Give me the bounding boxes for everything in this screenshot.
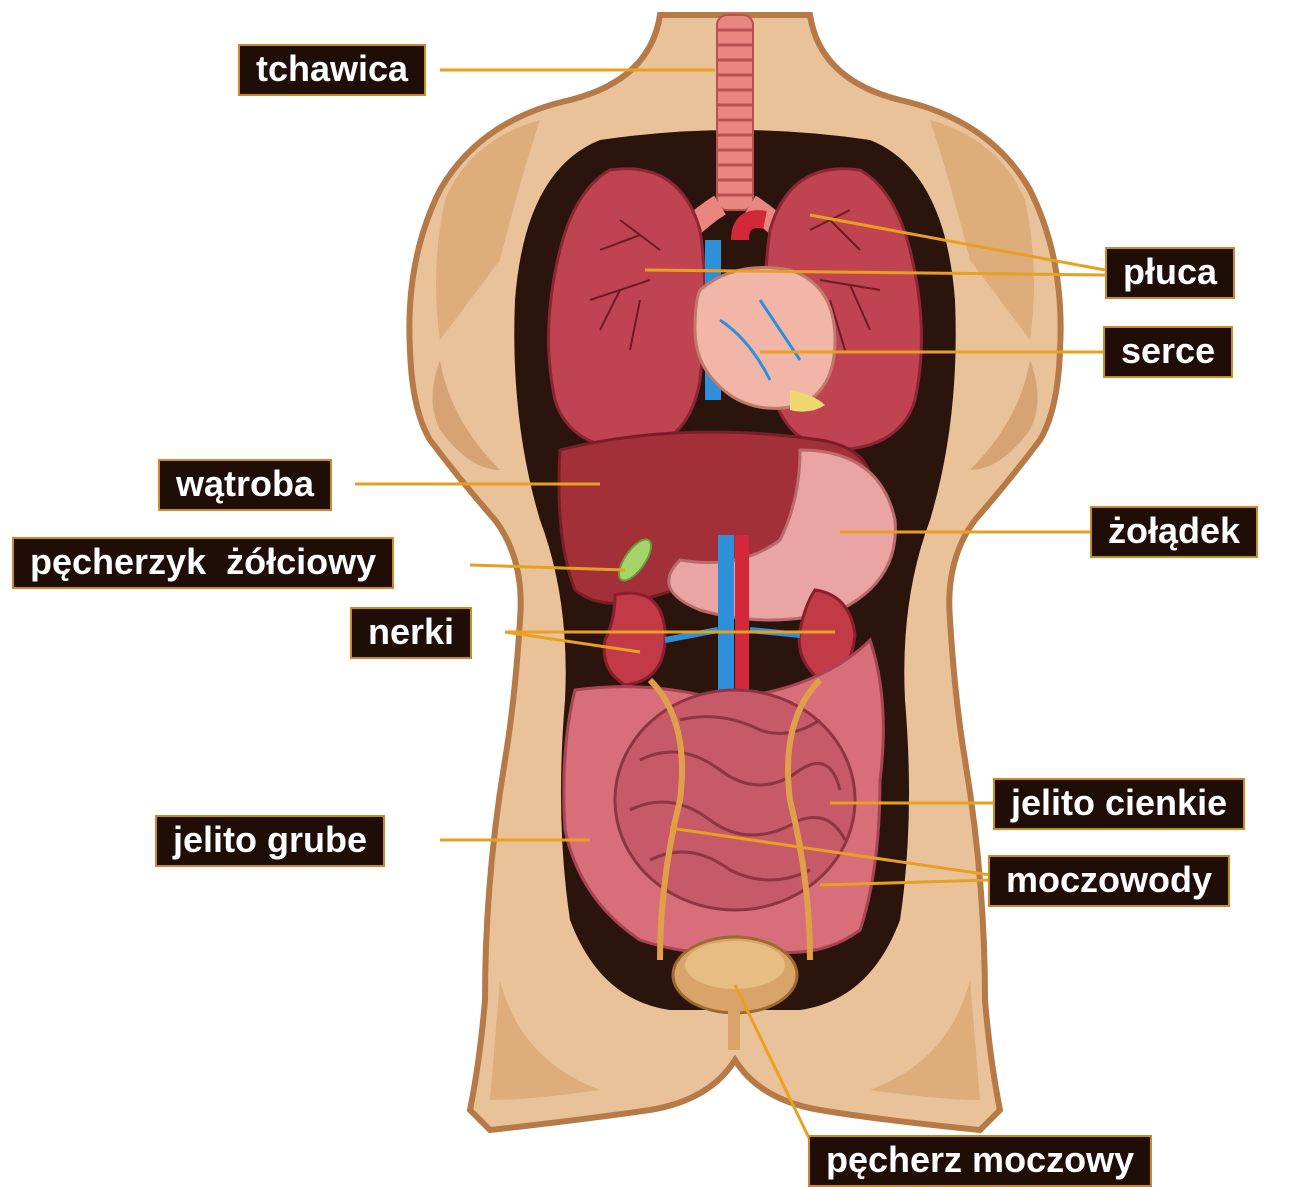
label-ureters: moczowody bbox=[988, 855, 1230, 907]
label-gallbladder: pęcherzyk żółciowy bbox=[12, 537, 394, 589]
label-large-intestine: jelito grube bbox=[155, 815, 385, 867]
label-stomach: żołądek bbox=[1090, 506, 1258, 558]
label-heart: serce bbox=[1103, 326, 1233, 378]
label-bladder: pęcherz moczowy bbox=[808, 1135, 1152, 1187]
label-small-intestine: jelito cienkie bbox=[993, 778, 1245, 830]
label-kidneys: nerki bbox=[350, 607, 472, 659]
label-liver: wątroba bbox=[158, 459, 332, 511]
label-lungs: płuca bbox=[1105, 247, 1235, 299]
label-trachea: tchawica bbox=[238, 44, 426, 96]
small-intestine bbox=[615, 690, 855, 910]
